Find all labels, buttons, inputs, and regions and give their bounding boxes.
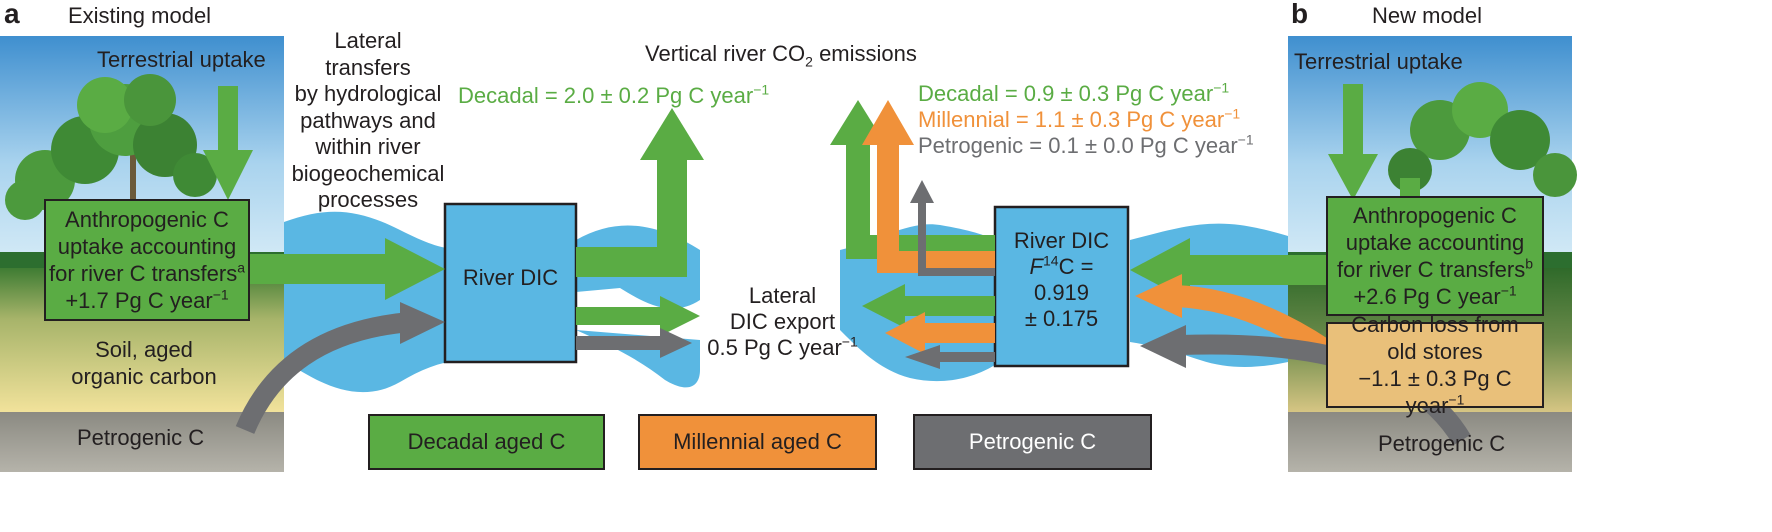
soil-line2: organic carbon <box>71 364 217 389</box>
legend-petrogenic: Petrogenic C <box>913 414 1152 470</box>
new-decadal-text: Decadal = 0.9 ± 0.3 Pg C year <box>918 81 1214 106</box>
anthro-b-line4: +2.6 Pg C year <box>1353 284 1501 309</box>
panel-b-letter: b <box>1291 0 1309 29</box>
lateral-export-sup: −1 <box>841 333 858 350</box>
new-petrogenic-sup: −1 <box>1237 131 1254 148</box>
legend-millennial-label: Millennial aged C <box>673 429 842 454</box>
lateral-line-3: by hydrological <box>294 81 442 106</box>
vertical-title-sub: 2 <box>805 53 813 70</box>
vertical-title-post: emissions <box>812 41 917 66</box>
river-dic-right-line1: River DIC <box>1013 228 1110 253</box>
f14c-post: C = <box>1058 254 1094 279</box>
existing-decadal-label: Decadal = 2.0 ± 0.2 Pg C year−1 <box>458 82 769 109</box>
anthro-a-line4: +1.7 Pg C year <box>65 288 213 313</box>
lateral-transfers-label: Lateral transfers by hydrological pathwa… <box>288 28 448 214</box>
soil-line1: Soil, aged <box>95 337 193 362</box>
new-decadal-label: Decadal = 0.9 ± 0.3 Pg C year−1 <box>918 80 1229 107</box>
legend-decadal-label: Decadal aged C <box>407 429 566 454</box>
loss-line3-sup: −1 <box>1448 391 1465 408</box>
new-petrogenic-text: Petrogenic = 0.1 ± 0.0 Pg C year <box>918 133 1238 158</box>
river-dic-box-left <box>443 202 578 364</box>
lateral-line-5: within river <box>315 134 421 159</box>
panel-a-letter: a <box>4 0 20 29</box>
new-millennial-text: Millennial = 1.1 ± 0.3 Pg C year <box>918 107 1225 132</box>
petrogenic-label-b: Petrogenic C <box>1378 431 1506 456</box>
anthro-b-line3: for river C transfers <box>1336 257 1526 282</box>
anthro-a-line4-sup: −1 <box>212 286 229 303</box>
panel-a-title: Existing model <box>68 3 212 28</box>
f14c-value: 0.919 <box>1033 280 1090 305</box>
vertical-title-text: Vertical river CO <box>645 41 806 66</box>
anthro-b-line4-sup: −1 <box>1500 282 1517 299</box>
lateral-export-line3: 0.5 Pg C year <box>707 335 842 360</box>
legend-decadal: Decadal aged C <box>368 414 605 470</box>
lateral-line-6: biogeochemical <box>291 160 445 186</box>
lateral-line-2: transfers <box>325 54 411 80</box>
anthro-b-line2: uptake accounting <box>1345 230 1525 255</box>
new-petrogenic-label: Petrogenic = 0.1 ± 0.0 Pg C year−1 <box>918 132 1254 159</box>
anthro-a-sup: a <box>237 259 246 276</box>
anthro-a-line2: uptake accounting <box>57 234 237 259</box>
legend-millennial: Millennial aged C <box>638 414 877 470</box>
terrestrial-uptake-label-b: Terrestrial uptake <box>1294 49 1463 74</box>
lateral-line-7: processes <box>317 187 419 212</box>
legend-petrogenic-label: Petrogenic C <box>968 429 1097 454</box>
panel-b-title: New model <box>1372 3 1483 28</box>
lateral-line-4: pathways and <box>300 107 436 133</box>
vertical-emissions-title: Vertical river CO2 emissions <box>645 40 917 70</box>
anthro-b-line1: Anthropogenic C <box>1353 203 1517 228</box>
lateral-export-line1: Lateral <box>748 283 817 308</box>
existing-decadal-text: Decadal = 2.0 ± 0.2 Pg C year <box>458 83 754 108</box>
lateral-line-1: Lateral <box>334 28 402 53</box>
new-millennial-label: Millennial = 1.1 ± 0.3 Pg C year−1 <box>918 106 1240 133</box>
terrestrial-uptake-label-a: Terrestrial uptake <box>97 47 266 72</box>
petrogenic-label-a: Petrogenic C <box>77 425 205 450</box>
existing-decadal-sup: −1 <box>753 81 770 98</box>
loss-line3: −1.1 ± 0.3 Pg C year <box>1358 366 1512 418</box>
carbon-loss-box: Carbon loss from old stores −1.1 ± 0.3 P… <box>1326 312 1544 418</box>
new-decadal-sup: −1 <box>1213 79 1230 96</box>
river-dic-label-right: River DIC F14C = 0.919 ± 0.175 <box>995 228 1128 332</box>
anthro-a-line1: Anthropogenic C <box>65 207 229 232</box>
new-millennial-sup: −1 <box>1224 105 1241 122</box>
river-dic-label-left: River DIC <box>462 265 559 290</box>
anthro-b-sup: b <box>1525 255 1534 272</box>
tree-icon <box>1388 82 1577 197</box>
panel-b-arrows <box>830 84 1471 446</box>
lateral-export-line2: DIC export <box>729 309 836 334</box>
f14c-error: ± 0.175 <box>1024 306 1099 331</box>
f14c-f: F <box>1029 254 1043 279</box>
f14c-sup: 14 <box>1043 252 1059 269</box>
soil-label: Soil, aged organic carbon <box>64 336 224 390</box>
anthropogenic-box-a: Anthropogenic C uptake accounting for ri… <box>44 199 250 321</box>
loss-line1: Carbon loss from <box>1351 312 1519 337</box>
lateral-dic-export-label: Lateral DIC export 0.5 Pg C year−1 <box>700 283 865 361</box>
anthro-a-line3: for river C transfers <box>48 261 238 286</box>
loss-line2: old stores <box>1387 339 1483 364</box>
anthropogenic-box-b: Anthropogenic C uptake accounting for ri… <box>1326 196 1544 316</box>
river-dic-box-right <box>993 205 1130 368</box>
panel-a-arrows <box>203 86 704 434</box>
